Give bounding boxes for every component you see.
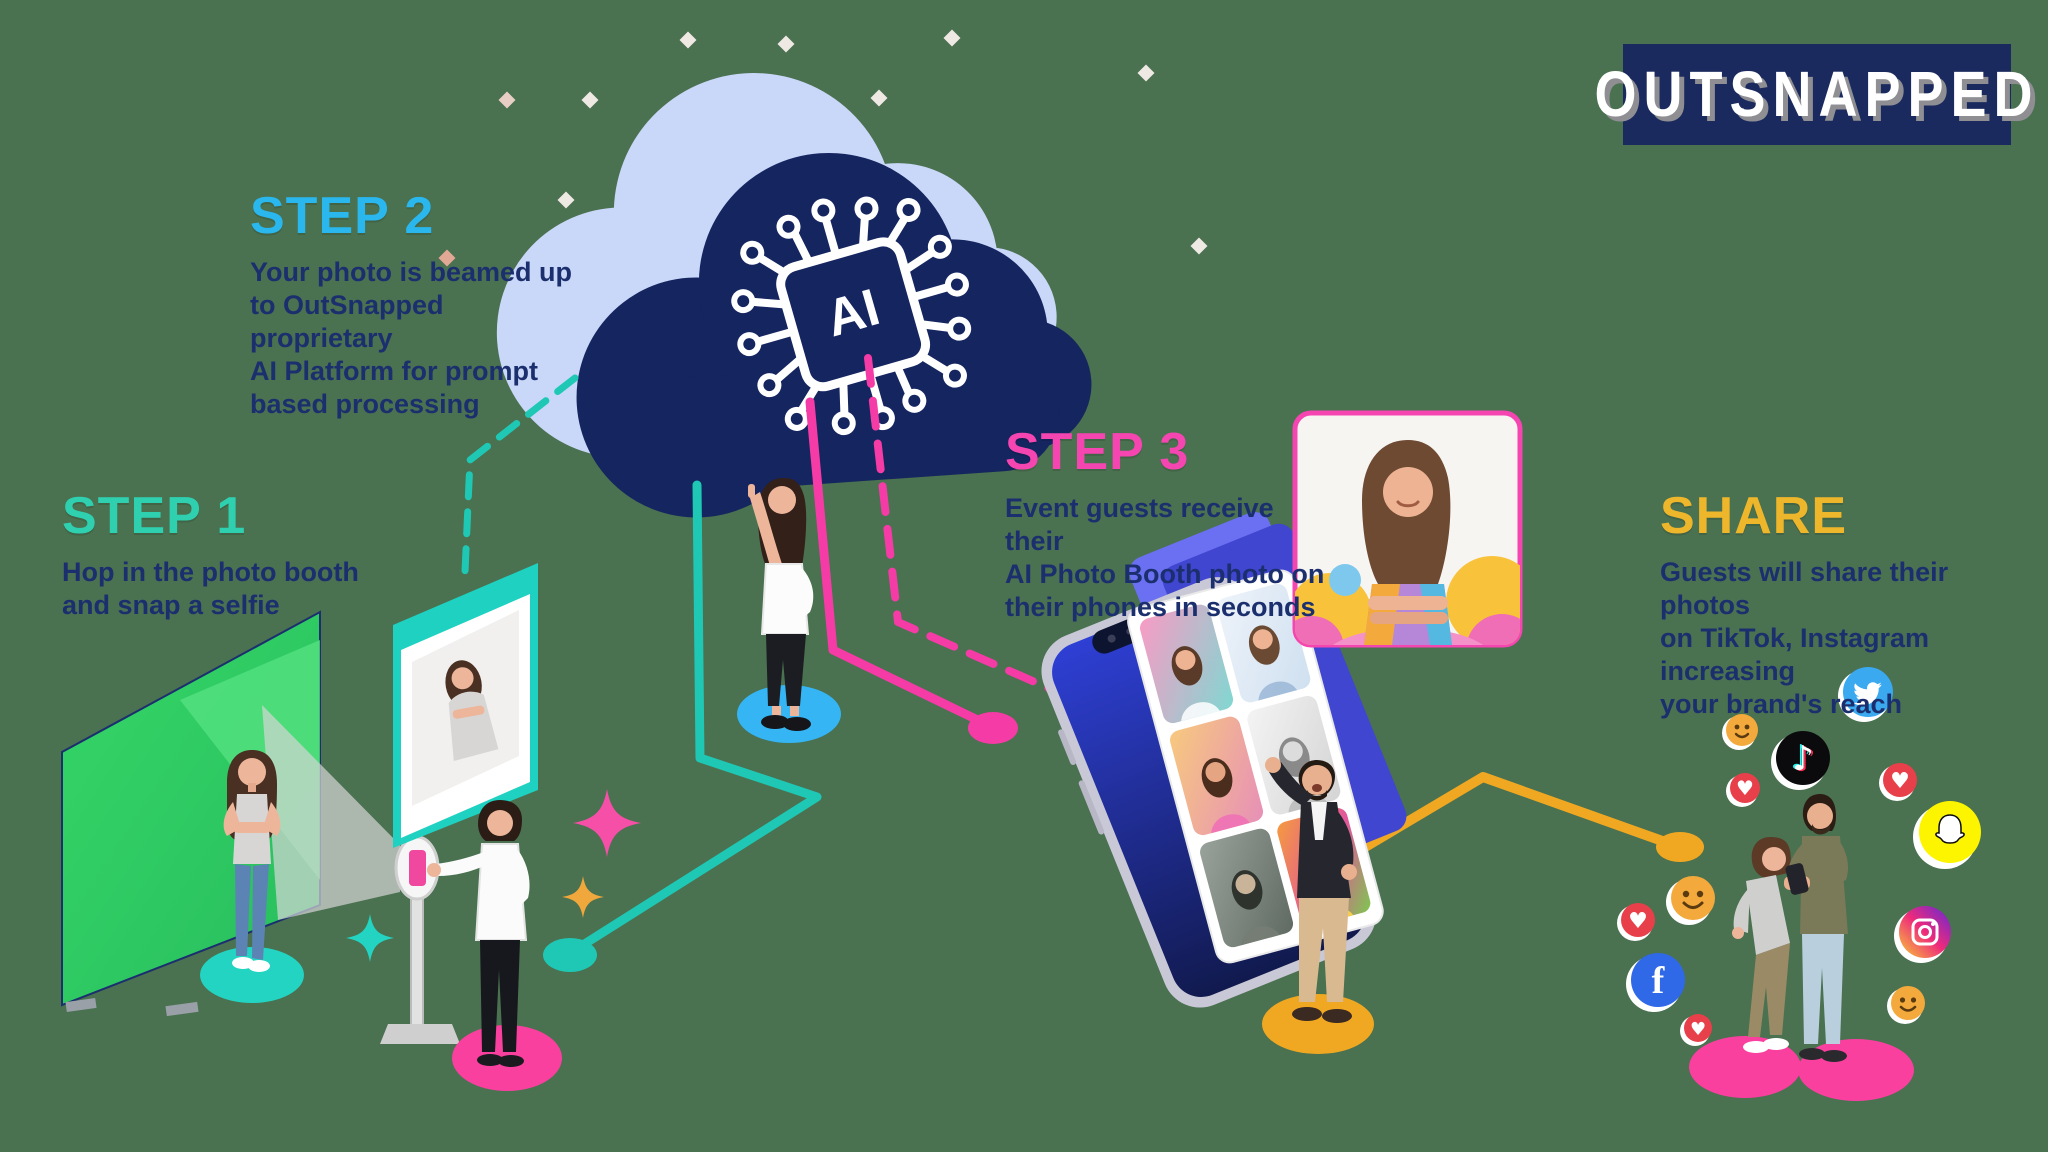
flow-dot-teal (543, 938, 597, 972)
flow-line-teal-solid (570, 480, 822, 955)
flow-line-pink-dashed (864, 354, 1066, 698)
flow-dot-pink (968, 712, 1018, 744)
smiley-icon (1887, 986, 1925, 1024)
share-section: SHARE Guests will share their photos on … (1660, 486, 2030, 721)
svg-text:f: f (1652, 960, 1666, 1002)
facebook-icon: f (1626, 953, 1685, 1012)
flow-line-pink-solid (805, 397, 993, 730)
kiosk-screen (409, 850, 426, 886)
svg-text:♪: ♪ (1792, 739, 1814, 779)
ai-photo-frame (1292, 410, 1523, 648)
tiktok-icon: ♪ ♪ ♪ (1771, 731, 1830, 790)
floor-circle-blue (737, 685, 841, 743)
heart-icon: ♥ (1879, 763, 1917, 801)
heart-icon: ♥ (1726, 773, 1760, 807)
camera-beam (262, 705, 400, 920)
step3-section: STEP 3 Event guests receive their AI Pho… (1005, 422, 1325, 624)
floor-circle-teal (200, 947, 304, 1003)
person-presenter-man (1265, 757, 1357, 1023)
sparkle-pink (573, 789, 641, 857)
photo-tile (1217, 583, 1311, 703)
heart-icon: ♥ (1680, 1014, 1712, 1046)
smiley-icon (1666, 876, 1715, 925)
floor-circle-pink-left (1689, 1036, 1801, 1098)
instagram-icon (1894, 906, 1951, 963)
step1-description: Hop in the photo booth and snap a selfie (62, 557, 359, 620)
step1-title: STEP 1 (62, 487, 247, 545)
svg-text:♪: ♪ (1794, 740, 1816, 780)
step2-title: STEP 2 (250, 187, 435, 245)
flow-lines (461, 354, 1704, 972)
person-kiosk-man (427, 800, 530, 1067)
sparkle-gold (562, 876, 604, 918)
shared-phone (1785, 863, 1809, 895)
step2-description: Your photo is beamed up to OutSnapped pr… (250, 257, 573, 419)
share-title: SHARE (1660, 487, 1848, 545)
ai-chip-icon: AI (731, 196, 972, 436)
heart-icon: ♥ (1617, 903, 1655, 941)
flow-dot-gold (1656, 832, 1704, 862)
step3-description: Event guests receive their AI Photo Boot… (1005, 493, 1325, 622)
photo-tile (1140, 604, 1234, 724)
person-share-man (1784, 794, 1848, 1062)
selfie-frame (393, 563, 538, 848)
selfie-frame-portrait (445, 660, 499, 761)
outsnapped-logo-text: OUTSNAPPED (1594, 59, 2040, 130)
svg-text:♥: ♥ (1628, 909, 1648, 934)
person-share-woman (1732, 837, 1791, 1053)
svg-text:♥: ♥ (1690, 1019, 1706, 1040)
ai-cloud-illustration: AI (496, 73, 1092, 518)
floor-circle-gold (1262, 994, 1374, 1054)
ai-photo-art (1295, 440, 1520, 645)
step1-section: STEP 1 Hop in the photo booth and snap a… (62, 486, 382, 622)
photo-tile (1170, 716, 1264, 836)
smiley-icon (1722, 714, 1758, 750)
sparkle-teal (346, 914, 394, 962)
outsnapped-logo: OUTSNAPPED (1594, 44, 2033, 145)
twitter-icon (1838, 667, 1893, 722)
person-booth-woman (223, 750, 281, 972)
person-pointing-woman (748, 478, 814, 731)
snapchat-icon (1913, 801, 1981, 869)
step3-title: STEP 3 (1005, 423, 1190, 481)
flow-line-teal-dashed (461, 374, 579, 576)
svg-text:♥: ♥ (1890, 769, 1910, 794)
svg-text:♪: ♪ (1790, 738, 1812, 778)
step2-section: STEP 2 Your photo is beamed up to OutSna… (250, 186, 580, 421)
social-icons: ♪ ♪ ♪ f ♥ ♥ ♥ (1617, 667, 1981, 1046)
sparkle-stars (346, 789, 641, 962)
svg-text:♥: ♥ (1736, 776, 1754, 800)
photo-tile (1200, 828, 1294, 948)
share-description: Guests will share their photos on TikTok… (1660, 557, 1949, 719)
